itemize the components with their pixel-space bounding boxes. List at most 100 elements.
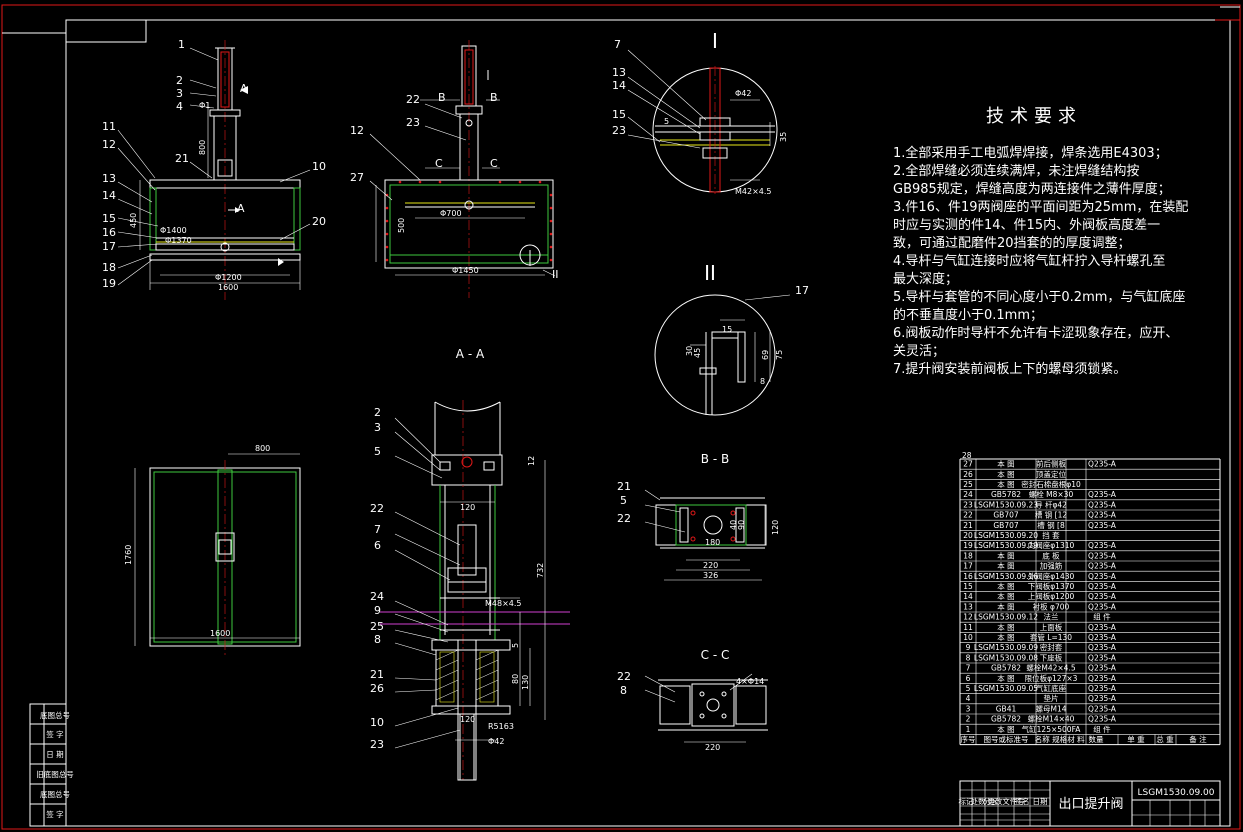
bom-cell: GB707 <box>993 521 1019 530</box>
bom-cell: 10 <box>963 633 973 642</box>
bom-cell: GB5782 <box>991 715 1021 724</box>
bom-cell: 本 图 <box>997 479 1014 489</box>
part-label: 14 <box>612 79 626 92</box>
bom-cell: 本 图 <box>997 469 1014 479</box>
bom-cell: Q235-A <box>1088 592 1117 601</box>
dim-text: Φ42 <box>735 89 751 98</box>
part-label: 22 <box>406 93 420 106</box>
dim-text: 35 <box>779 132 788 142</box>
bom-cell: 1 <box>966 725 971 734</box>
bom-cell: 气缸125×500FA <box>1022 724 1082 734</box>
bom-cell: 气缸底座 <box>1036 683 1066 693</box>
bom-cell: 底 板 <box>1042 550 1060 560</box>
bom-cell: 前后侧板 <box>1036 459 1066 469</box>
bom-cell: 顶盖定位 <box>1036 469 1066 479</box>
strip-label: 底图总号 <box>40 710 70 720</box>
bom-cell: 本 图 <box>997 561 1014 571</box>
part-label: 1 <box>178 38 185 51</box>
front-view-left-labels: 1 2 3 4 11 12 21 10 13 14 15 16 17 20 18… <box>102 38 326 292</box>
drawing-frame <box>1 4 1241 830</box>
bom-cell: 本 图 <box>997 550 1014 560</box>
dim-text: 1760 <box>124 545 133 565</box>
part-label: 7 <box>374 523 381 536</box>
dim-text: 45 <box>693 348 702 358</box>
part-label: 9 <box>374 604 381 617</box>
bom-cell: Q235-A <box>1088 460 1117 469</box>
bom-cell: Q235-A <box>1088 500 1117 509</box>
bom-cell: LSGM1530.09.19 <box>974 541 1038 550</box>
bom-cell: 密封套 <box>1040 642 1063 652</box>
bom-cell: 本 图 <box>997 581 1014 591</box>
dim-text: 180 <box>705 538 720 547</box>
dim-text: 90 <box>737 520 746 530</box>
section-title: B - B <box>701 452 729 466</box>
detail-title: II <box>704 261 716 285</box>
section-title: C - C <box>701 648 730 662</box>
bom-cell: 21 <box>963 521 973 530</box>
detail-2-labels: II 17 15 30 45 69 75 8 <box>685 261 809 386</box>
bom-cell: 27 <box>963 460 973 469</box>
dim-text: 130 <box>521 675 530 690</box>
part-label: 12 <box>350 124 364 137</box>
bom-cell: Q235-A <box>1088 602 1117 611</box>
part-label: 21 <box>617 480 631 493</box>
part-label: 7 <box>614 38 621 51</box>
section-bb-labels: B - B 21 5 22 180 220 326 120 40 90 <box>617 452 780 580</box>
bom-cell: 密封石棉盘根φ10 <box>1021 479 1081 489</box>
part-label: 5 <box>620 494 627 507</box>
bom-cell: Q235-A <box>1088 664 1117 673</box>
note-line: 4.导杆与气缸连接时应将气缸杆拧入导杆螺孔至 <box>893 253 1165 269</box>
bom-cell: 衬板 φ700 <box>1033 601 1070 611</box>
bom-cell: 26 <box>963 470 973 479</box>
bom-cell: 挡 套 <box>1042 530 1060 540</box>
section-aa-labels: A - A 2 3 5 22 7 6 24 9 25 8 21 26 10 23… <box>370 347 545 751</box>
bom-cell: GB41 <box>996 704 1017 713</box>
dim-text: 500 <box>397 218 406 233</box>
part-label: 14 <box>102 189 116 202</box>
section-title: A - A <box>456 347 485 361</box>
bom-cell: Q235-A <box>1088 715 1117 724</box>
note-line: 时应与实测的件14、件15内、外阀板高度差一 <box>893 217 1160 233</box>
front-view-right-labels: 22 23 12 27 B B C C Φ700 Φ1450 500 II <box>350 91 559 281</box>
dim-text: 80 <box>511 674 520 684</box>
bom-cell: LSGM1530.09.12 <box>974 613 1038 622</box>
bom-cell: 22 <box>963 511 973 520</box>
dim-text: 75 <box>775 350 784 360</box>
bom-cell: Q235-A <box>1088 653 1117 662</box>
part-label: 18 <box>102 261 116 274</box>
bom-cell: 7 <box>966 664 971 673</box>
bom-cell: LSGM1530.09.09 <box>974 643 1038 652</box>
bom-cell: 12 <box>963 613 973 622</box>
bom-cell: 2 <box>966 715 971 724</box>
bom-cell: 槽 钢 [12 <box>1035 510 1067 520</box>
bom-header-cell: 名称 规格 <box>1035 734 1068 744</box>
note-line: 7.提升阀安装前阀板上下的螺母须锁紧。 <box>893 361 1126 377</box>
bom-cell: 限位板φ127×3 <box>1025 673 1078 683</box>
dim-text: 69 <box>761 350 770 360</box>
bom-cell: 11 <box>963 623 973 632</box>
bom-header-cell: 图号或标准号 <box>984 734 1029 744</box>
bom-cell: LSGM1530.09.16 <box>974 572 1038 581</box>
bom-cell: Q235-A <box>1088 674 1117 683</box>
bom-cell: 本 图 <box>997 622 1014 632</box>
bom-cell: 套管 L=130 <box>1030 632 1072 642</box>
part-label: 3 <box>374 421 381 434</box>
tb-label: 分区 <box>984 797 999 806</box>
left-signature-strip: 底图总号 签 字 日 期 旧底图总号 底图总号 签 字 <box>29 703 74 827</box>
note-line: 3.件16、件19两阀座的平面间距为25mm，在装配 <box>893 199 1188 215</box>
bom-cell: 13 <box>963 602 973 611</box>
part-label: 13 <box>102 172 116 185</box>
bom-cell: Q235-A <box>1088 582 1117 591</box>
dim-text: 220 <box>703 561 718 570</box>
bom-cell: Q235-A <box>1088 521 1117 530</box>
bom-cell: GB707 <box>993 511 1019 520</box>
bom-cell: 14 <box>963 592 973 601</box>
bom-cell: LSGM1530.09.20 <box>974 531 1038 540</box>
bom-cell: LSGM1530.09.05 <box>974 684 1038 693</box>
part-label: 15 <box>102 212 116 225</box>
bom-cell: 8 <box>966 653 971 662</box>
strip-label: 签 字 <box>46 809 63 819</box>
detail-1 <box>627 49 778 194</box>
section-mark: A <box>240 82 248 95</box>
